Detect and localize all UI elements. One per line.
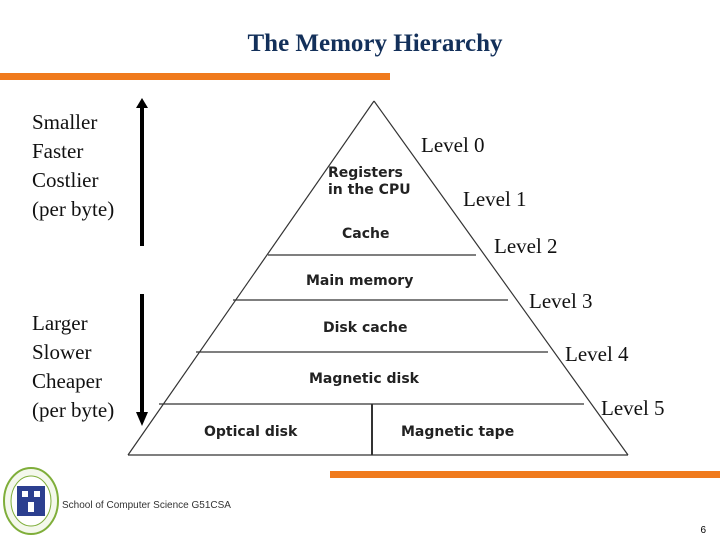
up-arrow <box>136 98 148 246</box>
down-arrow <box>136 294 148 426</box>
level-label: Level 0 <box>421 133 485 157</box>
slide-title: The Memory Hierarchy <box>247 30 503 57</box>
bottom-descriptor-line: Cheaper <box>32 369 102 393</box>
bottom-descriptor-line: Slower <box>32 340 92 364</box>
top-descriptor-line: Costlier <box>32 168 99 192</box>
registers-label: in the CPU <box>328 182 411 198</box>
main-memory-label: Main memory <box>306 273 413 289</box>
university-crest-icon <box>3 467 59 535</box>
level-label: Level 5 <box>601 396 665 420</box>
top-descriptor-line: (per byte) <box>32 197 115 221</box>
level-label: Level 4 <box>565 342 629 366</box>
top-descriptor-line: Smaller <box>32 110 98 134</box>
level-label: Level 3 <box>529 289 593 313</box>
bottom-descriptor-line: (per byte) <box>32 398 115 422</box>
page-number: 6 <box>700 525 706 536</box>
top-descriptor-line: Faster <box>32 139 84 163</box>
level-label: Level 2 <box>494 234 558 258</box>
title-underline-bar <box>0 73 390 80</box>
footer-text: School of Computer Science G51CSA <box>62 500 231 511</box>
registers-label: Registers <box>328 165 403 181</box>
bottom-descriptor: Larger Slower Cheaper (per byte) <box>32 309 114 425</box>
footer-bar <box>330 471 720 478</box>
optical-disk-label: Optical disk <box>204 424 298 440</box>
top-descriptor: Smaller Faster Costlier (per byte) <box>32 108 114 224</box>
magnetic-tape-label: Magnetic tape <box>401 424 514 440</box>
magnetic-disk-label: Magnetic disk <box>309 371 420 387</box>
cache-label: Cache <box>342 226 389 242</box>
level-label: Level 1 <box>463 187 527 211</box>
disk-cache-label: Disk cache <box>323 320 407 336</box>
bottom-descriptor-line: Larger <box>32 311 88 335</box>
pyramid-outline <box>127 100 629 456</box>
